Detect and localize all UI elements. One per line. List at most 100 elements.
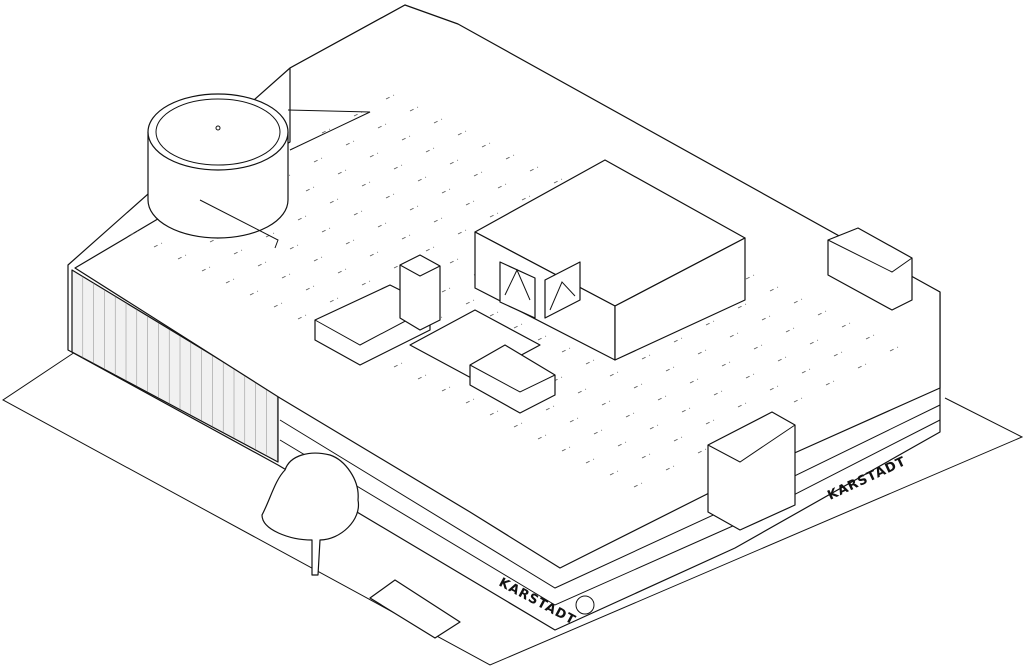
parking-dash: [521, 195, 531, 201]
parking-dash: [705, 320, 715, 326]
parking-dash: [729, 332, 739, 338]
parking-dash: [745, 373, 755, 379]
parking-dash: [345, 239, 355, 245]
parking-dash: [697, 349, 707, 355]
parking-dash: [481, 142, 491, 148]
parking-dash: [825, 380, 835, 386]
central-tower: [474, 159, 746, 361]
parking-dash: [209, 237, 219, 243]
parking-dash: [265, 232, 275, 238]
parking-dash: [625, 412, 635, 418]
facade-grid: [82, 276, 278, 461]
tree: [261, 452, 360, 576]
parking-dash: [489, 311, 499, 317]
parking-dash: [473, 171, 483, 177]
parking-dash: [673, 436, 683, 442]
parking-dash: [369, 251, 379, 257]
parking-dash: [585, 359, 595, 365]
parking-dash: [537, 335, 547, 341]
parking-dash: [561, 446, 571, 452]
parking-dash: [129, 230, 139, 236]
parking-dash: [393, 164, 403, 170]
parking-dash: [441, 386, 451, 392]
parking-dash: [569, 417, 579, 423]
parking-dash: [649, 424, 659, 430]
parking-dash: [841, 322, 851, 328]
parking-dash: [585, 458, 595, 464]
clock: [575, 595, 595, 615]
parking-dash: [417, 374, 427, 380]
roof-structures: [314, 227, 913, 531]
entrance-marker: [369, 579, 461, 639]
parking-dash: [601, 400, 611, 406]
parking-dash: [465, 398, 475, 404]
parking-dash: [305, 285, 315, 291]
parking-dash: [577, 388, 587, 394]
parking-dash: [889, 346, 899, 352]
parking-dash: [441, 287, 451, 293]
parking-dash: [297, 314, 307, 320]
parking-dash: [817, 310, 827, 316]
parking-dash: [673, 337, 683, 343]
parking-dash: [289, 244, 299, 250]
parking-dash: [409, 205, 419, 211]
parking-dash: [377, 123, 387, 129]
parking-dash: [313, 256, 323, 262]
parking-dash: [561, 347, 571, 353]
parking-dash: [385, 193, 395, 199]
facade-band-lower: [279, 419, 941, 606]
parking-dash: [377, 222, 387, 228]
parking-dash: [857, 363, 867, 369]
parking-dash: [369, 152, 379, 158]
parking-dash: [737, 303, 747, 309]
parking-dash: [489, 212, 499, 218]
parking-dash: [777, 356, 787, 362]
parking-dash: [409, 106, 419, 112]
parking-dash: [633, 482, 643, 488]
parking-dash: [513, 323, 523, 329]
parking-dash: [809, 339, 819, 345]
parking-dash: [657, 395, 667, 401]
parking-dash: [457, 229, 467, 235]
parking-dash: [793, 298, 803, 304]
parking-dash: [761, 315, 771, 321]
parking-dash: [553, 178, 563, 184]
parking-dash: [305, 186, 315, 192]
parking-dash: [753, 344, 763, 350]
parking-dash: [225, 278, 235, 284]
parking-dash: [353, 210, 363, 216]
parking-dash: [273, 302, 283, 308]
parking-dash: [281, 273, 291, 279]
parking-dash: [201, 266, 211, 272]
parking-dash: [641, 354, 651, 360]
parking-dash: [609, 470, 619, 476]
parking-dash: [465, 299, 475, 305]
parking-dash: [737, 402, 747, 408]
parking-dash: [329, 198, 339, 204]
parking-dash: [425, 147, 435, 153]
parking-dash: [425, 246, 435, 252]
parking-dash: [593, 429, 603, 435]
parking-dash: [321, 227, 331, 233]
parking-dash: [353, 111, 363, 117]
parking-dash: [721, 361, 731, 367]
parking-dash: [665, 465, 675, 471]
parking-dash: [249, 290, 259, 296]
parking-dash: [705, 419, 715, 425]
parking-dash: [785, 327, 795, 333]
parking-dash: [697, 448, 707, 454]
parking-dash: [449, 159, 459, 165]
parking-dash: [361, 280, 371, 286]
parking-dash: [513, 422, 523, 428]
parking-dash: [681, 407, 691, 413]
parking-dash: [401, 234, 411, 240]
parking-dash: [633, 383, 643, 389]
parking-dash: [233, 249, 243, 255]
parking-dash: [297, 215, 307, 221]
parking-dash: [337, 268, 347, 274]
parking-dash: [769, 286, 779, 292]
parking-dash: [505, 154, 515, 160]
parking-dash: [689, 378, 699, 384]
parking-dash: [489, 410, 499, 416]
